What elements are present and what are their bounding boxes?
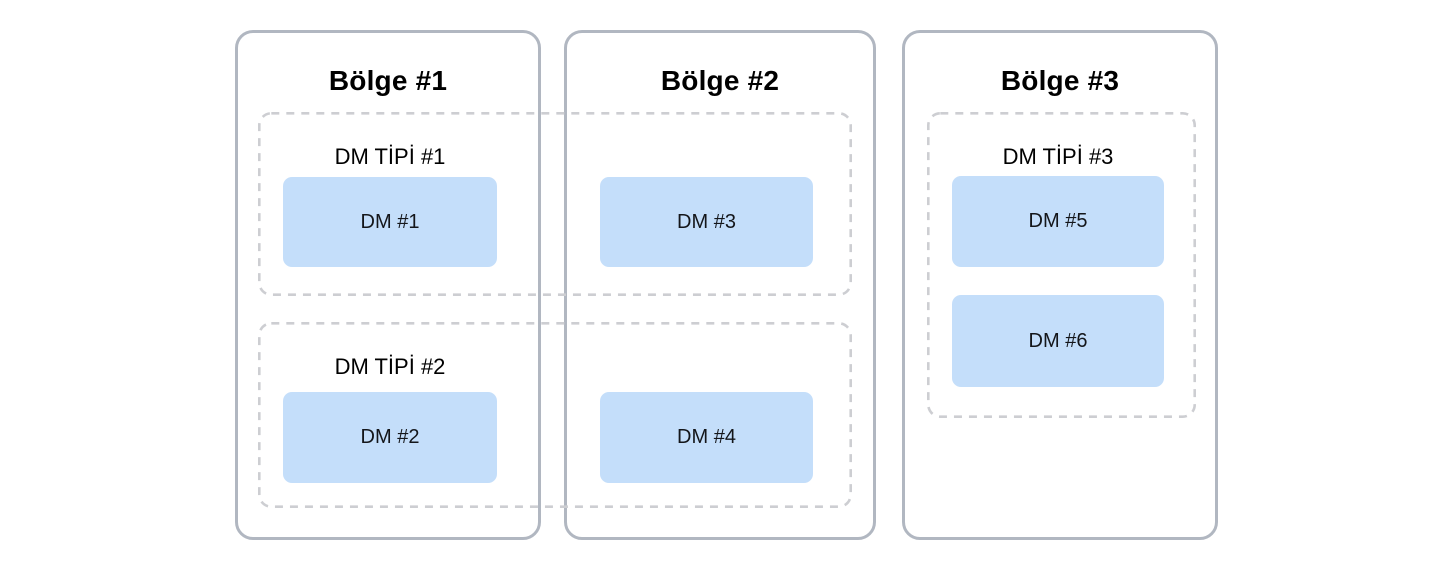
- node-dm-3: DM #3: [600, 177, 813, 267]
- type-group-dm-tipi-1: DM TİPİ #1: [258, 112, 852, 296]
- node-dm-5: DM #5: [952, 176, 1164, 267]
- region-box-bolge-3: Bölge #3: [902, 30, 1218, 540]
- dashed-border: [258, 112, 852, 296]
- region-title-bolge-1: Bölge #1: [328, 65, 448, 96]
- region-box-bolge-2: Bölge #2: [564, 30, 876, 540]
- node-dm-1: DM #1: [283, 177, 497, 267]
- node-dm-4: DM #4: [600, 392, 813, 483]
- type-label-dm-tipi-2: DM TİPİ #2: [334, 354, 446, 379]
- type-group-dm-tipi-3: DM TİPİ #3: [927, 112, 1196, 418]
- node-dm-6: DM #6: [952, 295, 1164, 387]
- type-group-dm-tipi-2: DM TİPİ #2: [258, 322, 852, 508]
- node-dm-2: DM #2: [283, 392, 497, 483]
- region-title-bolge-3: Bölge #3: [1000, 65, 1120, 96]
- dashed-border: [927, 112, 1196, 418]
- region-title-bolge-2: Bölge #2: [660, 65, 780, 96]
- type-label-dm-tipi-1: DM TİPİ #1: [334, 144, 446, 169]
- type-label-dm-tipi-3: DM TİPİ #3: [1002, 144, 1114, 169]
- region-box-bolge-1: Bölge #1: [235, 30, 541, 540]
- dashed-border: [258, 322, 852, 508]
